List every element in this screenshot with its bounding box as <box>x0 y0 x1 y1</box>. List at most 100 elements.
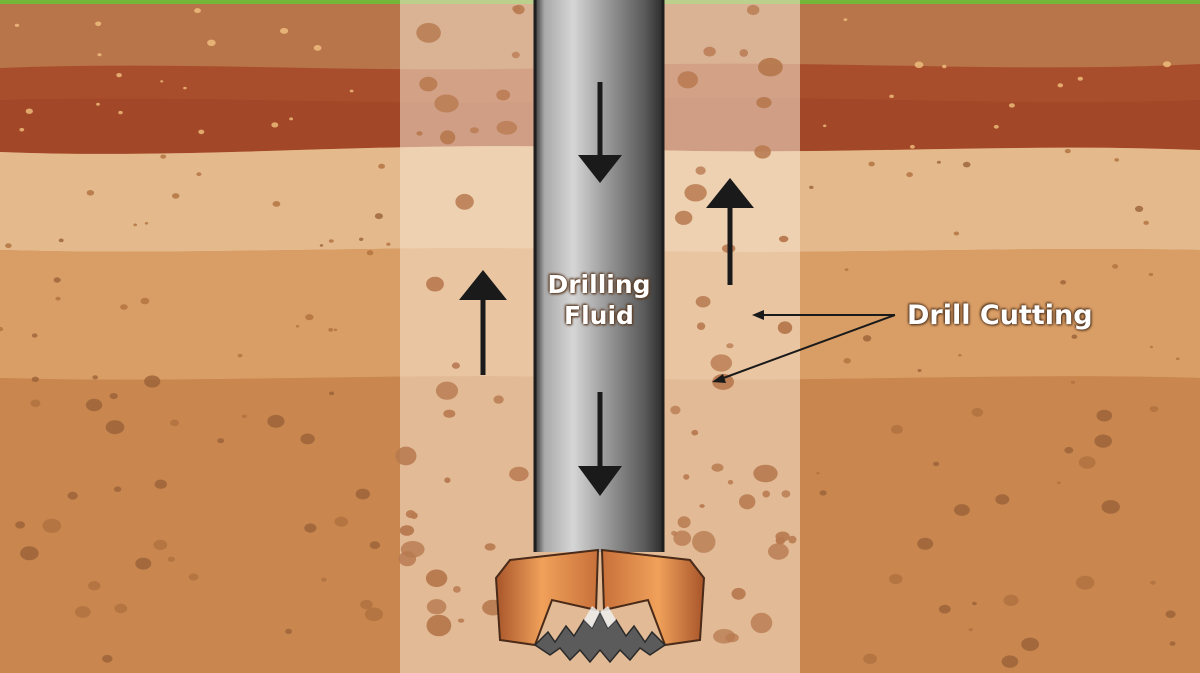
soil-speck <box>953 231 960 236</box>
soil-speck <box>359 237 364 241</box>
soil-speck <box>329 391 335 396</box>
soil-speck <box>0 326 4 332</box>
drill-cutting-particle <box>677 71 698 89</box>
soil-speck <box>85 398 103 412</box>
soil-speck <box>140 297 150 305</box>
drill-cutting-particle <box>768 543 789 560</box>
soil-speck <box>237 353 243 358</box>
soil-speck <box>196 172 202 177</box>
soil-speck <box>868 161 875 167</box>
soil-speck <box>968 628 973 632</box>
soil-speck <box>1114 158 1120 162</box>
soil-speck <box>1064 148 1071 154</box>
drill-cutting-particle <box>398 551 417 567</box>
soil-speck <box>105 420 125 435</box>
soil-speck <box>914 61 924 69</box>
fluid-down-arrow-bottom <box>578 392 622 496</box>
soil-speck <box>15 521 25 529</box>
soil-speck <box>823 124 827 128</box>
callout-line-lower <box>717 314 896 381</box>
soil-speck <box>118 110 123 115</box>
drill-cutting-particle <box>779 235 789 243</box>
soil-speck <box>1064 446 1074 454</box>
soil-speck <box>1150 580 1156 585</box>
soil-speck <box>160 80 164 83</box>
drill-cutting-particle <box>775 531 790 542</box>
drill-cutting-particle <box>677 516 691 529</box>
soil-speck <box>933 461 940 467</box>
soil-speck <box>909 144 915 149</box>
drill-cutting-particle <box>753 464 778 483</box>
soil-speck <box>374 213 383 220</box>
cutting-up-arrow-right <box>706 178 754 285</box>
soil-speck <box>183 86 187 90</box>
drill-cutting-particle <box>511 51 520 59</box>
soil-speck <box>19 127 25 132</box>
drill-cutting-particle <box>444 477 451 484</box>
drill-cutting-particle <box>731 587 746 600</box>
soil-speck <box>1096 409 1113 422</box>
drill-cutting-particle <box>469 127 479 134</box>
drill-cutting-particle <box>513 4 525 15</box>
soil-speck <box>369 541 381 549</box>
soil-speck <box>360 599 373 610</box>
soil-speck <box>280 27 289 34</box>
soil-speck <box>113 486 122 493</box>
soil-speck <box>67 491 78 500</box>
soil-speck <box>120 304 128 310</box>
drill-cutting-particle <box>455 193 474 210</box>
soil-speck <box>386 242 391 246</box>
up-arrow-icon <box>706 178 754 208</box>
drill-cutting-particle <box>726 343 734 349</box>
soil-speck <box>74 606 91 618</box>
soil-speck <box>1176 357 1180 361</box>
drill-cutting-particle <box>419 76 438 92</box>
soil-speck <box>154 479 167 489</box>
soil-speck <box>1057 481 1061 485</box>
soil-speck <box>198 129 205 135</box>
soil-speck <box>30 399 41 408</box>
soil-speck <box>328 328 334 332</box>
soil-speck <box>843 18 848 21</box>
soil-speck <box>170 419 179 427</box>
drill-cutting-particle <box>425 569 448 588</box>
drill-cutting-particle <box>691 429 699 436</box>
soil-speck <box>917 369 922 372</box>
soil-speck <box>1112 264 1119 269</box>
soil-speck <box>1071 334 1078 339</box>
soil-speck <box>95 21 102 27</box>
soil-speck <box>1169 641 1176 646</box>
soil-speck <box>1075 575 1095 590</box>
soil-speck <box>816 472 820 475</box>
soil-speck <box>55 296 61 301</box>
drill-cutting-particle <box>435 381 459 400</box>
drill-cutting-particle <box>683 474 690 480</box>
up-arrow-icon <box>459 270 507 300</box>
soil-speck <box>1101 500 1120 514</box>
soil-speck <box>313 45 322 51</box>
drill-cutting-particle <box>739 49 749 57</box>
drill-cutting-particle <box>673 530 692 546</box>
soil-specks <box>0 8 1180 668</box>
drill-cutting-particle <box>443 409 456 418</box>
soil-speck <box>942 64 947 69</box>
drill-cuttings <box>395 4 797 644</box>
soil-speck <box>305 314 314 321</box>
soil-speck <box>96 102 100 106</box>
drill-cutting-particle <box>711 463 724 472</box>
soil-speck <box>971 407 984 417</box>
soil-speck <box>1070 380 1076 384</box>
drill-bit-icon <box>494 548 706 664</box>
soil-speck <box>102 654 113 663</box>
soil-speck <box>295 325 300 328</box>
drill-cutting-particle <box>754 145 771 159</box>
drill-cutting-particle <box>684 184 707 202</box>
arrow-head <box>578 466 622 496</box>
soil-speck <box>86 190 95 196</box>
drill-cutting-particle <box>710 354 733 372</box>
soil-speck <box>285 628 292 635</box>
soil-speck <box>114 603 128 614</box>
soil-speck <box>958 354 962 357</box>
